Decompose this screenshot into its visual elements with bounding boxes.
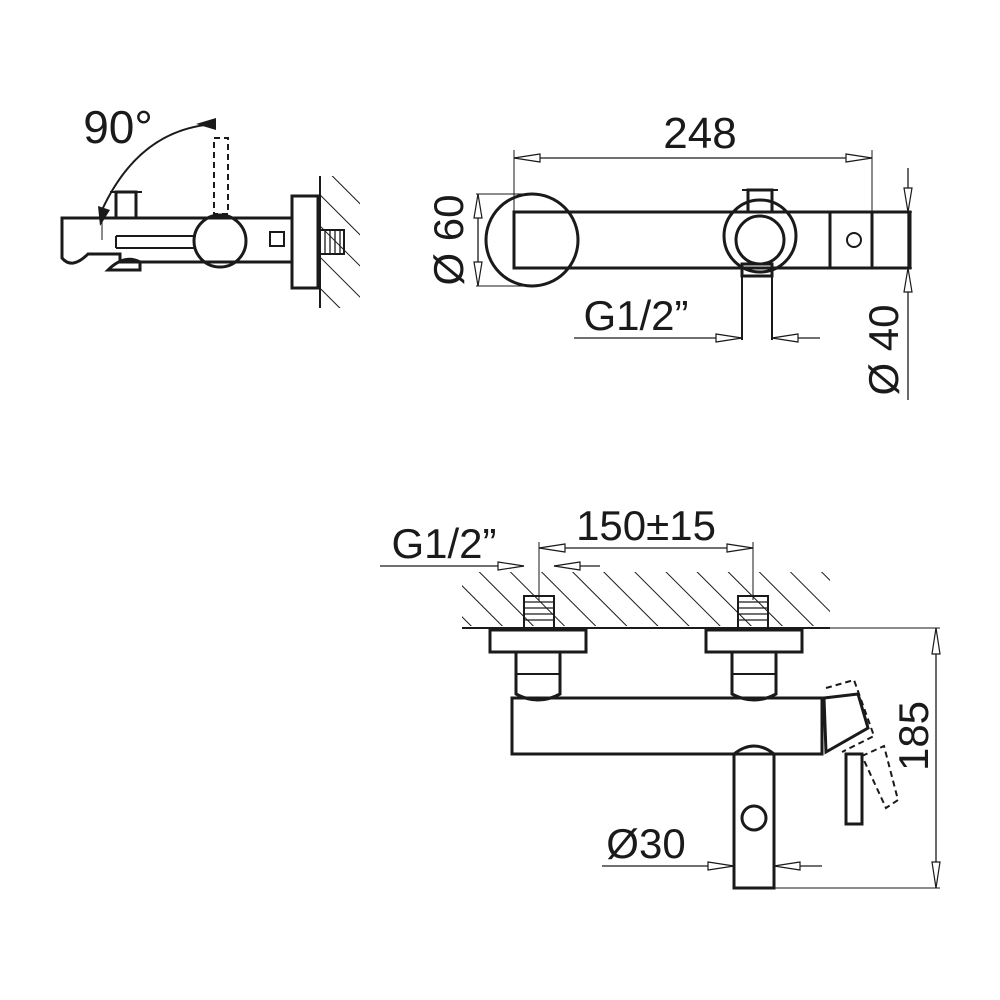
top-end-diameter-label: Ø 40 xyxy=(860,304,907,395)
side-shower-outlet xyxy=(104,257,142,272)
top-lever-knob xyxy=(734,214,786,266)
top-thread-label: G1/2” xyxy=(583,292,688,339)
front-handle xyxy=(822,692,870,755)
front-left-connector xyxy=(514,652,562,702)
front-right-connector xyxy=(730,652,778,702)
top-end-cap xyxy=(484,192,580,288)
front-height-label: 185 xyxy=(890,701,937,771)
front-mixer-body xyxy=(510,696,824,756)
side-angle-label: 90° xyxy=(83,101,153,153)
side-thread xyxy=(319,229,345,255)
side-diverter-knob xyxy=(114,190,138,220)
front-spout xyxy=(732,752,776,890)
front-lever xyxy=(844,752,864,826)
side-rotation-arc xyxy=(101,123,217,211)
front-center-distance-label: 150±15 xyxy=(576,502,716,549)
front-wall-hatch xyxy=(462,572,830,626)
side-mixer-body xyxy=(60,216,294,265)
side-lever-knob xyxy=(192,213,248,269)
front-right-flange xyxy=(704,628,804,654)
side-wall-flange xyxy=(290,194,320,290)
top-mixer-body xyxy=(512,210,874,270)
front-view: 150±15 G1/2” 185 Ø30 xyxy=(380,502,941,890)
top-body-diameter-label: Ø 60 xyxy=(425,194,472,285)
side-view: 90° xyxy=(60,101,360,308)
top-rosette xyxy=(722,198,798,274)
top-view: 248 Ø 60 G1/2” Ø 40 xyxy=(425,109,913,400)
front-spout-diameter-label: Ø30 xyxy=(606,820,685,867)
front-left-flange xyxy=(488,628,588,654)
top-length-label: 248 xyxy=(663,109,736,158)
front-thread-label: G1/2” xyxy=(391,520,496,567)
top-right-end xyxy=(828,210,912,270)
side-handle-rotated xyxy=(213,137,229,215)
